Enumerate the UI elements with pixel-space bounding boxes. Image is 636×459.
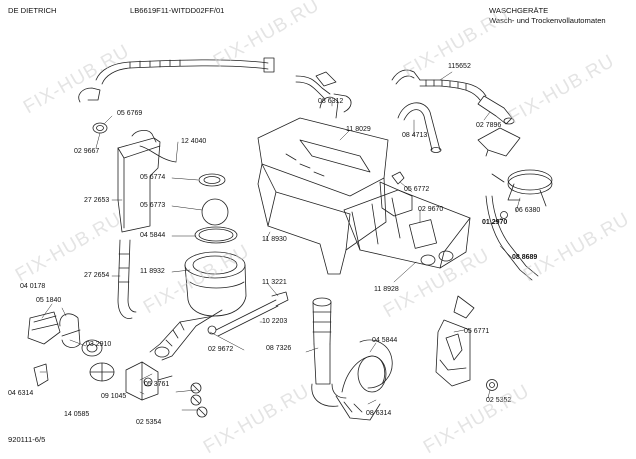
pump-filter <box>81 339 103 357</box>
drain-pump-pipe <box>311 297 347 407</box>
inlet-hose <box>95 57 275 85</box>
hose-clamp <box>397 102 442 153</box>
part-number[interactable]: 05 6773 <box>140 202 166 209</box>
part-number[interactable]: 05 3761 <box>144 381 170 388</box>
hose-holder <box>435 295 475 387</box>
part-number[interactable]: 27 2654 <box>84 272 110 279</box>
part-number[interactable]: 11 8928 <box>374 286 399 293</box>
part-number[interactable]: 03 2910 <box>86 341 112 348</box>
part-number[interactable]: 02 7896 <box>476 122 502 129</box>
part-number[interactable]: 04 6314 <box>8 390 34 397</box>
part-number[interactable]: 06 6380 <box>515 207 541 214</box>
part-number[interactable]: 05 6772 <box>404 186 430 193</box>
pump-cap <box>89 362 115 382</box>
part-number[interactable]: 08 4713 <box>402 132 428 139</box>
reservoir-hose <box>117 239 137 319</box>
part-number[interactable]: 02 9667 <box>74 148 100 155</box>
sealing-rings <box>194 173 238 244</box>
sheet-code: 920111-6/5 <box>8 435 46 444</box>
part-number[interactable]: 08 8689 <box>512 254 538 261</box>
part-number[interactable]: 11 8029 <box>346 126 371 133</box>
part-number[interactable]: 02 5352 <box>486 397 512 404</box>
part-number[interactable]: 10 2203 <box>262 318 288 325</box>
leader-lines <box>39 71 521 411</box>
clip <box>33 363 49 387</box>
part-number[interactable]: 02 9672 <box>208 346 234 353</box>
pump-seal <box>59 313 81 348</box>
part-number[interactable]: 12 4040 <box>181 138 207 145</box>
part-number[interactable]: 09 1045 <box>101 393 127 400</box>
bolt <box>486 379 498 391</box>
part-number[interactable]: 11 3221 <box>262 279 287 286</box>
sump-bellows <box>149 251 247 361</box>
hose-nozzle <box>477 95 515 125</box>
part-number[interactable]: 115652 <box>448 63 471 70</box>
drain-screws <box>190 382 208 418</box>
category-subtitle: Wasch- und Trockenvollautomaten <box>489 16 606 25</box>
part-number[interactable]: 02 9670 <box>418 206 444 213</box>
category-label: WASCHGERÄTE <box>489 6 549 15</box>
part-number[interactable]: 11 8930 <box>262 236 287 243</box>
part-number[interactable]: 05 6774 <box>140 174 166 181</box>
softener-reservoir <box>117 130 177 233</box>
pump-motor <box>125 361 173 401</box>
pressure-rod <box>207 291 289 337</box>
part-number[interactable]: 02 5354 <box>136 419 162 426</box>
part-number[interactable]: 08 6314 <box>366 410 392 417</box>
model-number: LB6619F11-WITDD02FF/01 <box>130 6 225 15</box>
detergent-tray <box>343 171 471 269</box>
part-number[interactable]: 11 8932 <box>140 268 165 275</box>
part-number[interactable]: 05 6771 <box>464 328 490 335</box>
brand-label: DE DIETRICH <box>8 6 57 15</box>
mounting-bracket <box>477 127 521 157</box>
part-number[interactable]: 01 2970 <box>482 219 508 226</box>
part-number[interactable]: 05 1840 <box>36 297 62 304</box>
part-number[interactable]: 04 5844 <box>372 337 398 344</box>
part-number[interactable]: 04 0178 <box>20 283 46 290</box>
part-number[interactable]: 27 2653 <box>84 197 110 204</box>
detergent-drawer-housing <box>257 93 389 275</box>
part-number[interactable]: 08 6312 <box>318 98 344 105</box>
part-number[interactable]: 05 6769 <box>117 110 143 117</box>
hose-elbow <box>78 87 108 134</box>
pressure-switch <box>491 169 553 207</box>
pump-impeller <box>27 311 61 345</box>
vent-hose <box>295 69 487 101</box>
part-number[interactable]: 14 0585 <box>64 411 90 418</box>
part-number[interactable]: 08 7326 <box>266 345 292 352</box>
drain-pump <box>335 339 393 421</box>
part-number[interactable]: 04 5844 <box>140 232 166 239</box>
